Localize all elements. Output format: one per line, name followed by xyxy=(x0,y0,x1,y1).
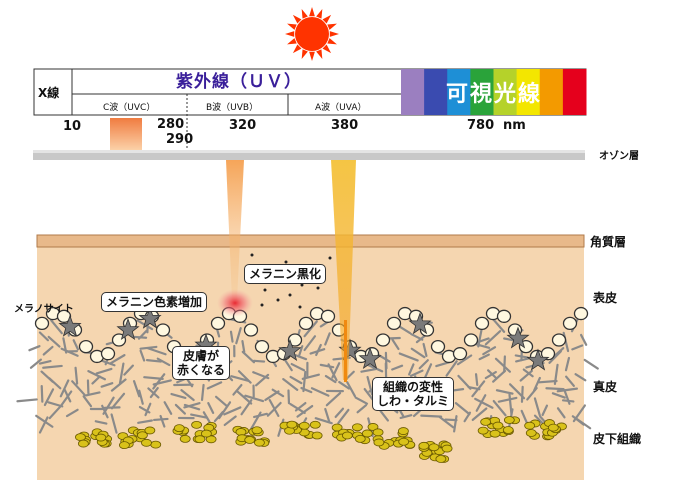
melanocyte-label: メラノサイト xyxy=(14,304,74,315)
wavelength-320: 320 xyxy=(229,118,257,133)
wavelength-290: 290 xyxy=(166,132,194,147)
wavelength-280: 280 xyxy=(157,117,185,132)
wavelength-780: 780 xyxy=(467,118,495,133)
uv-title: 紫外線（ＵＶ） xyxy=(176,72,302,92)
subcutis-label: 皮下組織 xyxy=(593,432,642,446)
dermis-label: 真皮 xyxy=(593,380,618,394)
uvb-beam xyxy=(226,160,244,300)
uva-band-label: A波（UVA） xyxy=(315,103,367,113)
tissue-degeneration-line1: 組織の変性 xyxy=(383,380,444,394)
subcutaneous-fat-cells xyxy=(75,416,567,463)
uvc-band-label: C波（UVC） xyxy=(103,103,156,113)
skin-redness-line1: 皮膚が xyxy=(183,349,220,363)
stratum-corneum-layer xyxy=(36,234,585,248)
xray-label: X線 xyxy=(38,86,60,100)
epidermis-label: 表皮 xyxy=(593,291,618,305)
stratum-corneum-label: 角質層 xyxy=(590,235,627,249)
sun-icon xyxy=(285,7,339,61)
skin-redness-line2: 赤くなる xyxy=(177,363,226,377)
uvb-band-label: B波（UVB） xyxy=(206,103,259,113)
ozone-layer xyxy=(33,150,585,160)
melanin-dots xyxy=(250,253,332,309)
uvc-blocked-block xyxy=(110,118,142,150)
spectrum-bar xyxy=(33,68,587,148)
melanin-darkening-box: メラニン黒化 xyxy=(244,264,327,284)
visible-light-spectrum xyxy=(401,69,587,115)
tissue-degeneration-line2: しわ・タルミ xyxy=(377,394,450,408)
wavelength-380: 380 xyxy=(331,118,359,133)
melanin-increase-box: メラニン色素増加 xyxy=(101,292,208,312)
visible-light-title: 可視光線 xyxy=(446,82,543,107)
wavelength-10: 10 xyxy=(63,119,82,134)
uva-beam xyxy=(331,160,356,380)
wavelength-unit: nm xyxy=(503,118,526,133)
ozone-layer-label: オゾン層 xyxy=(599,151,639,162)
red-inflammation-glow xyxy=(217,289,253,317)
skin-redness-box: 皮膚が 赤くなる xyxy=(172,346,231,380)
tissue-degeneration-box: 組織の変性 しわ・タルミ xyxy=(372,377,455,411)
